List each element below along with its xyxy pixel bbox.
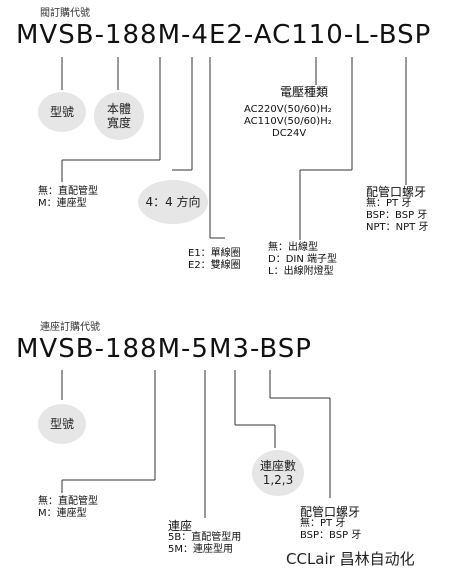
code-wiring: L (354, 20, 370, 50)
code-thread: BSP (259, 334, 312, 364)
model-bubble-label: 型號 (49, 105, 74, 119)
voltage-option: AC110V(50/60)H₂ (244, 116, 332, 127)
port-thread-title: 配管口螺牙 (366, 185, 427, 199)
piping-options: 無：直配管型 M：連座型 (38, 186, 98, 210)
piping-option: 無：直配管型 (38, 186, 98, 197)
piping-option: M：連座型 (38, 508, 87, 519)
code-dash: - (343, 20, 355, 50)
code-manifold: 5M3 (191, 334, 250, 364)
model-bubble-2-label: 型號 (49, 417, 74, 431)
port-thread-block: 配管口螺牙 無：PT 牙 BSP：BSP 牙 NPT：NPT 牙 (366, 186, 428, 234)
count-bubble-title: 連座數 (259, 459, 296, 473)
wiring-options: 無：出線型 D：DIN 端子型 L：出線附燈型 (268, 242, 337, 278)
width-bubble: 本體 寬度 (94, 92, 144, 140)
direction-bubble-label: 4：4 方向 (145, 195, 201, 209)
voltage-block: 電壓種類 (244, 86, 364, 98)
brand-watermark: CCLair 昌林自动化 (286, 550, 415, 568)
model-bubble: 型號 (38, 92, 86, 132)
model-bubble-2: 型號 (38, 404, 86, 444)
manifold-option: 5M：連座型用 (168, 544, 233, 555)
part2-title: 連座訂購代號 (40, 322, 100, 333)
code-dash: - (181, 334, 192, 364)
part1-order-code: MVSB-188M-4E2-AC110-L-BSP (16, 20, 431, 50)
wiring-option: L：出線附燈型 (268, 266, 334, 277)
width-bubble-line: 本體 (106, 102, 131, 116)
port-thread-option: BSP：BSP 牙 (300, 530, 362, 541)
piping-option: M：連座型 (38, 198, 87, 209)
port-thread-option: 無：PT 牙 (300, 518, 346, 529)
count-bubble: 連座數 1,2,3 (252, 450, 304, 496)
manifold-title: 連座 (168, 519, 193, 533)
code-thread: BSP (378, 20, 432, 50)
port-thread-option: 無：PT 牙 (366, 198, 412, 209)
code-voltage: AC110 (253, 20, 344, 50)
code-function: 4E2 (191, 20, 244, 50)
port-thread-option: NPT：NPT 牙 (366, 222, 429, 233)
voltage-option: DC24V (272, 128, 307, 139)
code-size: 188M (104, 20, 182, 50)
coil-option: E2：雙線圈 (188, 260, 241, 271)
voltage-options: AC220V(50/60)H₂ AC110V(50/60)H₂ DC24V (244, 104, 332, 140)
wiring-option: D：DIN 端子型 (268, 254, 338, 265)
count-bubble-value: 1,2,3 (262, 473, 294, 487)
manifold-option: 5B：直配管型用 (168, 532, 242, 543)
direction-bubble: 4：4 方向 (138, 180, 208, 224)
port-thread-option: BSP：BSP 牙 (366, 210, 428, 221)
manifold-block: 連座 5B：直配管型用 5M：連座型用 (168, 520, 241, 556)
code-dash: - (243, 20, 254, 50)
code-size: 188M (104, 334, 182, 364)
code-dash: - (249, 334, 260, 364)
code-series: MVSB (16, 20, 95, 50)
wiring-option: 無：出線型 (268, 242, 318, 253)
part1-title: 閥訂購代號 (40, 8, 90, 19)
code-dash: - (94, 334, 105, 364)
width-bubble-line: 寬度 (106, 116, 131, 130)
port-thread-title: 配管口螺牙 (300, 505, 361, 519)
voltage-option: AC220V(50/60)H₂ (244, 104, 332, 115)
code-series: MVSB (16, 334, 95, 364)
part2-order-code: MVSB-188M-5M3-BSP (16, 334, 312, 364)
code-dash: - (94, 20, 105, 50)
code-dash: - (181, 20, 192, 50)
coil-option: E1：單線圈 (188, 248, 241, 259)
code-dash: - (369, 20, 379, 50)
piping-options-2: 無：直配管型 M：連座型 (38, 496, 98, 520)
piping-option: 無：直配管型 (38, 496, 98, 507)
port-thread-block-2: 配管口螺牙 無：PT 牙 BSP：BSP 牙 (300, 506, 361, 542)
voltage-title: 電壓種類 (279, 85, 328, 99)
coil-options: E1：單線圈 E2：雙線圈 (188, 248, 241, 272)
